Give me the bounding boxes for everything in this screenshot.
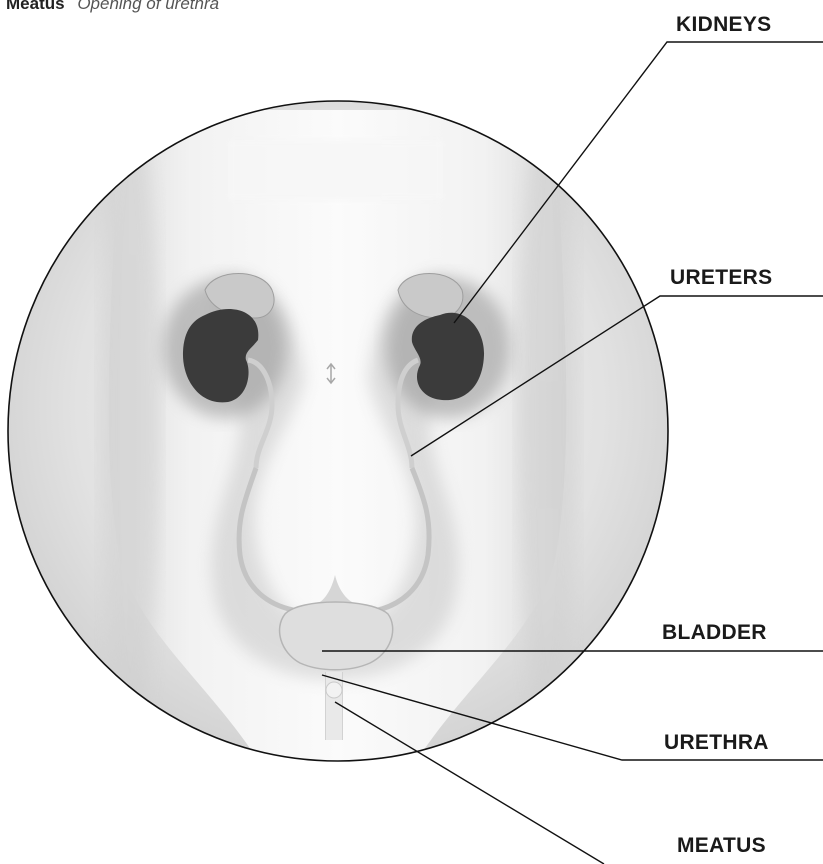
label-bladder: BLADDER xyxy=(662,621,767,645)
label-kidneys: KIDNEYS xyxy=(676,13,771,37)
label-meatus: MEATUS xyxy=(677,834,766,858)
label-ureters: URETERS xyxy=(670,266,772,290)
urethra xyxy=(326,672,342,740)
label-urethra: URETHRA xyxy=(664,731,769,755)
